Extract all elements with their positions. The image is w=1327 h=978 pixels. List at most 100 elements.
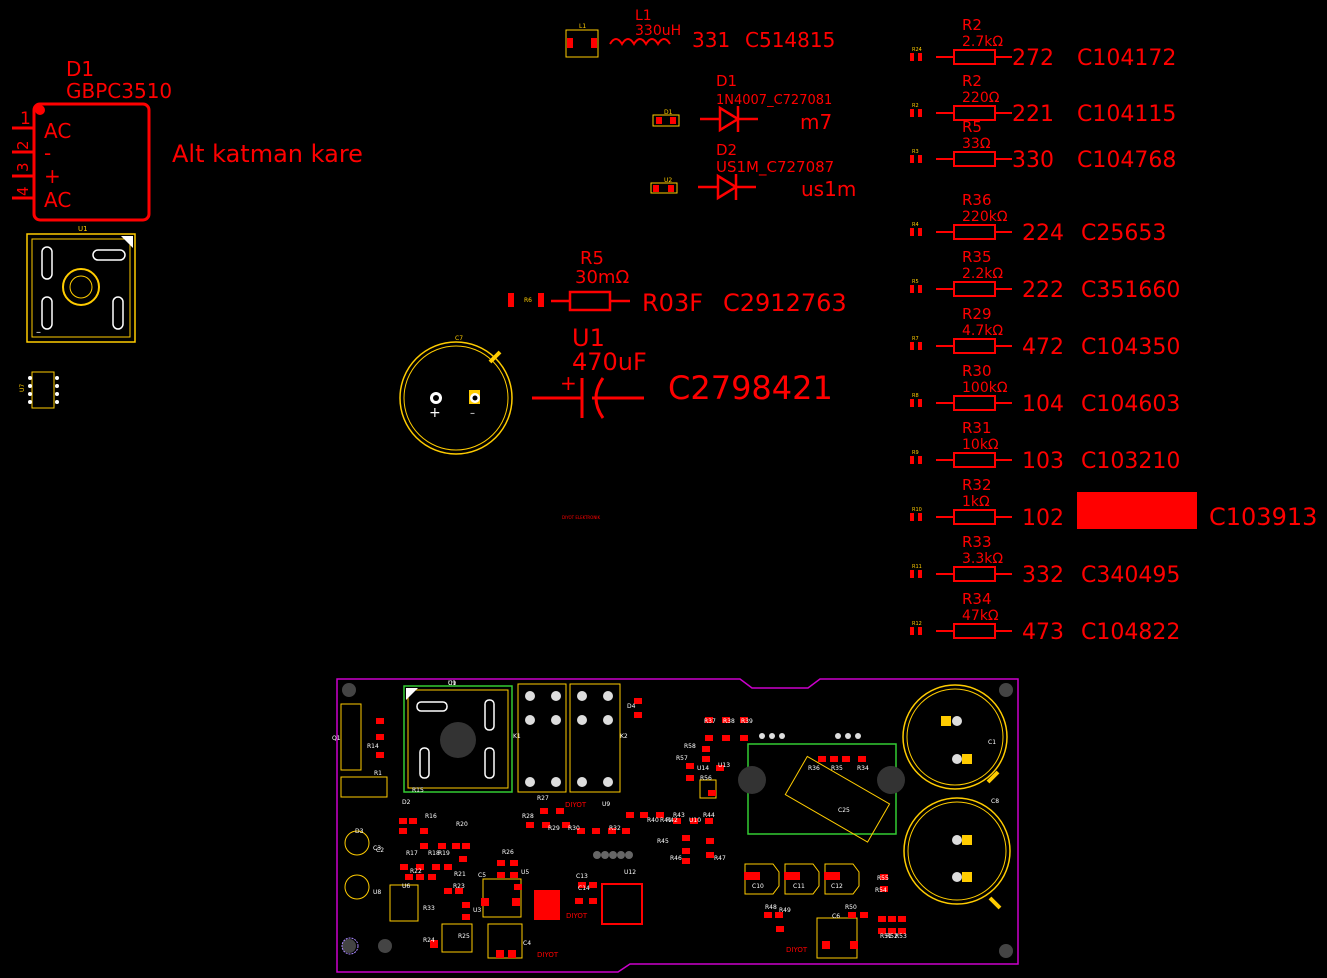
resistor-ref: R2 xyxy=(962,16,982,34)
board-ref-label: R27 xyxy=(537,795,549,802)
resistor-code: 330 xyxy=(1012,148,1054,173)
resistor-value: 3.3kΩ xyxy=(962,551,1003,567)
smd-pad xyxy=(858,756,866,762)
resistor-code: 222 xyxy=(1022,278,1064,303)
smd-pad xyxy=(409,818,417,824)
resistor-pad xyxy=(910,570,914,578)
board-ref-label: R56 xyxy=(700,775,712,782)
board-ref-label: R28 xyxy=(522,813,534,820)
smd-pad xyxy=(556,808,564,814)
smd-pad xyxy=(880,874,888,880)
smd-pad xyxy=(848,912,856,918)
smd-pad xyxy=(776,926,784,932)
resistor-fp-ref: R2 xyxy=(912,103,919,109)
board-ref-label: R38 xyxy=(723,718,735,725)
smd-pad xyxy=(508,950,516,958)
smd-pad xyxy=(722,735,730,741)
bridge-part: GBPC3510 xyxy=(66,79,172,103)
bridge-pin-3: 3 xyxy=(14,162,32,172)
board-ref-label: R37 xyxy=(704,718,716,725)
resistor-fp-ref: R10 xyxy=(912,507,922,513)
board-ref-label: R21 xyxy=(454,871,466,878)
board-brand-1: DIYOT xyxy=(565,801,587,809)
diode-2-row: U2 D2 US1M_C727087 us1m xyxy=(650,141,856,201)
cap-value: 470uF xyxy=(572,348,647,376)
diode-1-row: D1 D1 1N4007_C727081 m7 xyxy=(652,72,832,134)
resistor-pad xyxy=(910,109,914,117)
smd-pad xyxy=(702,756,710,762)
smd-pad xyxy=(462,843,470,849)
resistor-lcsc: C104822 xyxy=(1081,620,1180,645)
shunt-fp-ref: R6 xyxy=(524,297,532,304)
resistor-lcsc: C104350 xyxy=(1081,335,1180,360)
u7-footprint: U7 xyxy=(19,371,59,409)
diode-1-icon xyxy=(700,105,758,133)
smd-pad xyxy=(740,717,748,723)
smd-pad xyxy=(842,756,850,762)
smd-pad xyxy=(824,872,832,880)
resistor-lcsc: C340495 xyxy=(1081,563,1180,588)
board-ref-label: U14 xyxy=(697,765,709,772)
board-ref-label: C4 xyxy=(523,940,531,947)
resistor-code: 272 xyxy=(1012,46,1054,71)
inductor-row: L1 L1 330uH 331 C514815 xyxy=(565,8,835,58)
smd-pad xyxy=(634,712,642,718)
board-ref-label: C6 xyxy=(832,913,840,920)
smd-pad xyxy=(888,928,896,934)
smd-pad xyxy=(686,763,694,769)
board-ref-label: D3 xyxy=(355,828,364,835)
board-ref-label: U9 xyxy=(602,801,610,808)
resistor-value: 2.7kΩ xyxy=(962,34,1003,50)
bridge-pin-4: 4 xyxy=(14,186,32,196)
board-ref-label: R50 xyxy=(845,904,857,911)
resistor-icon xyxy=(936,395,1012,411)
shunt-row: R6 R5 30mΩ R03F C2912763 xyxy=(508,248,847,317)
board-ref-label: C5 xyxy=(478,872,486,879)
board-ref-label: R52 xyxy=(886,933,898,940)
resistor-icon xyxy=(936,224,1012,240)
bridge-pin-label-2: - xyxy=(44,141,51,165)
resistor-fp-ref: R5 xyxy=(912,279,919,285)
board-ref-label: R26 xyxy=(502,849,514,856)
smd-pad xyxy=(634,698,642,704)
smd-pad xyxy=(430,940,438,948)
svg-text:+: + xyxy=(429,405,441,421)
board-ref-label: D4 xyxy=(627,703,636,710)
smd-pad xyxy=(716,765,724,771)
inductor-ref: L1 xyxy=(635,8,652,24)
board-ref-label: C1 xyxy=(988,739,996,746)
board-ref-label: R15 xyxy=(412,787,424,794)
smd-pad xyxy=(497,872,505,878)
board-brand-4: DIYOT xyxy=(537,951,559,959)
resistor-value: 220kΩ xyxy=(962,209,1008,225)
resistor-code: 103 xyxy=(1022,449,1064,474)
smd-pad xyxy=(706,838,714,844)
resistor-code: 102 xyxy=(1022,506,1064,531)
diode-1-fp-ref: D1 xyxy=(664,109,673,116)
smd-pad xyxy=(744,872,752,880)
smd-pad xyxy=(792,872,800,880)
smd-pad xyxy=(705,717,713,723)
board-ref-label: R25 xyxy=(458,933,470,940)
smd-pad xyxy=(860,912,868,918)
resistor-value: 100kΩ xyxy=(962,380,1008,396)
resistor-pad xyxy=(910,513,914,521)
smd-pad xyxy=(682,835,690,841)
board-ref-label: R41 xyxy=(660,817,672,824)
resistor-fp-ref: R24 xyxy=(912,47,922,53)
svg-text:–: – xyxy=(36,327,41,338)
board-ref-label: R58 xyxy=(684,743,696,750)
board-ref-label: R22 xyxy=(410,868,422,875)
diode-2-fp-ref: U2 xyxy=(664,177,672,184)
board-ref-label: C8 xyxy=(991,798,999,805)
smd-pad xyxy=(622,828,630,834)
cap-lcsc: C2798421 xyxy=(668,369,833,407)
board-outline xyxy=(336,678,1019,973)
smd-pad xyxy=(420,843,428,849)
resistor-pad xyxy=(910,155,914,163)
resistor-value: 2.2kΩ xyxy=(962,266,1003,282)
